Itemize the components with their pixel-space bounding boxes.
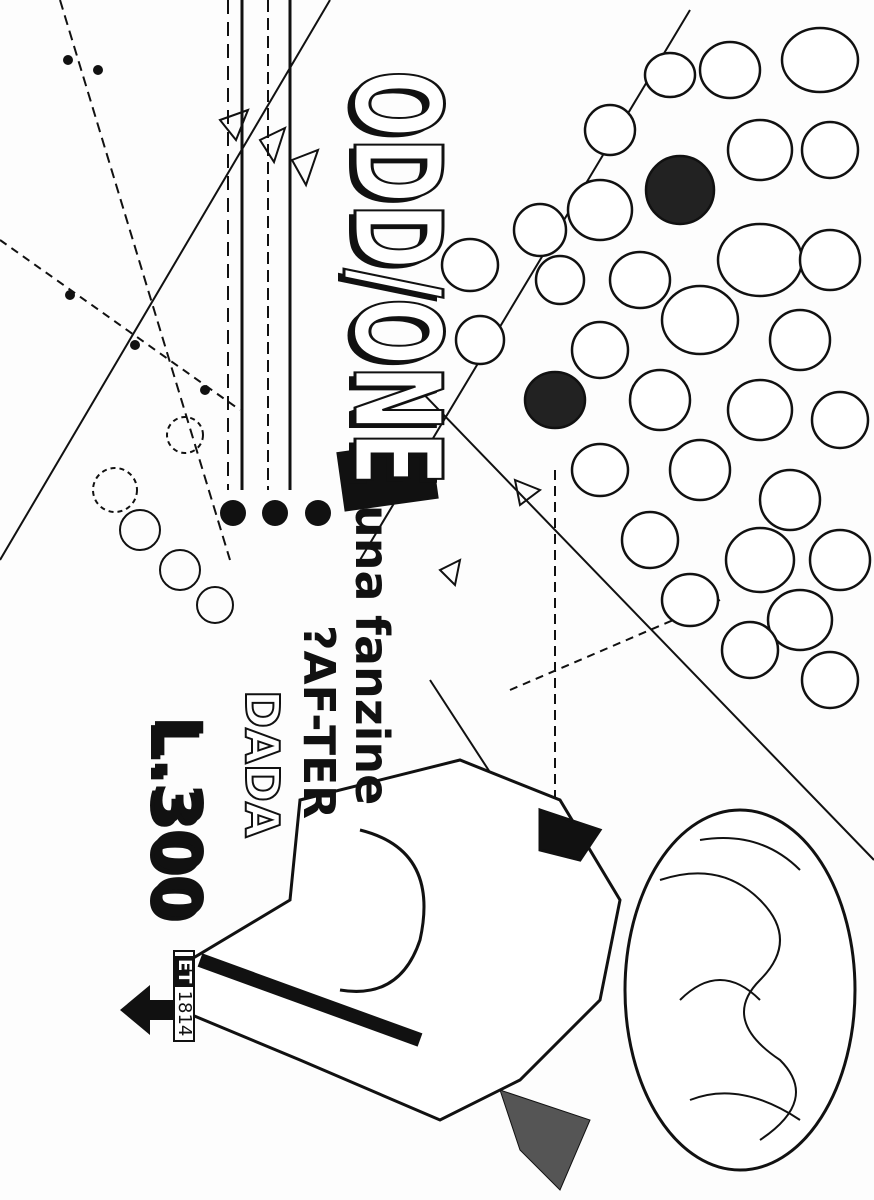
dashed-line (509, 599, 721, 691)
subtitle-after: ?AF-TER (293, 625, 344, 820)
triangle-symbol (218, 108, 250, 142)
exclamation-bar (336, 439, 439, 512)
subtitle-fanzine: fanzine (345, 615, 399, 805)
triangle-symbol (258, 126, 287, 165)
triangle-symbol (513, 478, 543, 507)
circle-symbol (119, 509, 161, 551)
price: L.300 (139, 715, 216, 920)
et-tag: ET 1814 (173, 950, 195, 1043)
diagonal-line (0, 0, 331, 561)
subtitle-fanzine-text: fanzine (345, 615, 399, 806)
exclamation-dot (220, 500, 246, 526)
arrow-icon (120, 985, 190, 1035)
head-cross-section (178, 758, 622, 1122)
tag-number: 1814 (174, 990, 195, 1037)
subtitle-una: una (345, 505, 399, 602)
triangle-symbol (290, 148, 320, 188)
circle-symbol (196, 586, 234, 624)
crowd-of-faces (440, 26, 872, 710)
fanzine-title: ODD/ONE (325, 69, 466, 487)
diagonal-line (409, 379, 874, 861)
triangle-symbol (438, 558, 462, 588)
brain (623, 808, 857, 1172)
subtitle-dada: DADA (234, 689, 290, 839)
dashed-diagonal (59, 0, 231, 561)
exclamation-dot (305, 500, 331, 526)
dashed-circle (92, 467, 138, 513)
dashed-diagonal (0, 239, 241, 411)
dashed-circle (166, 416, 204, 454)
exclamation-dot (262, 500, 288, 526)
circle-symbol (159, 549, 201, 591)
tag-prefix: ET (174, 956, 195, 987)
